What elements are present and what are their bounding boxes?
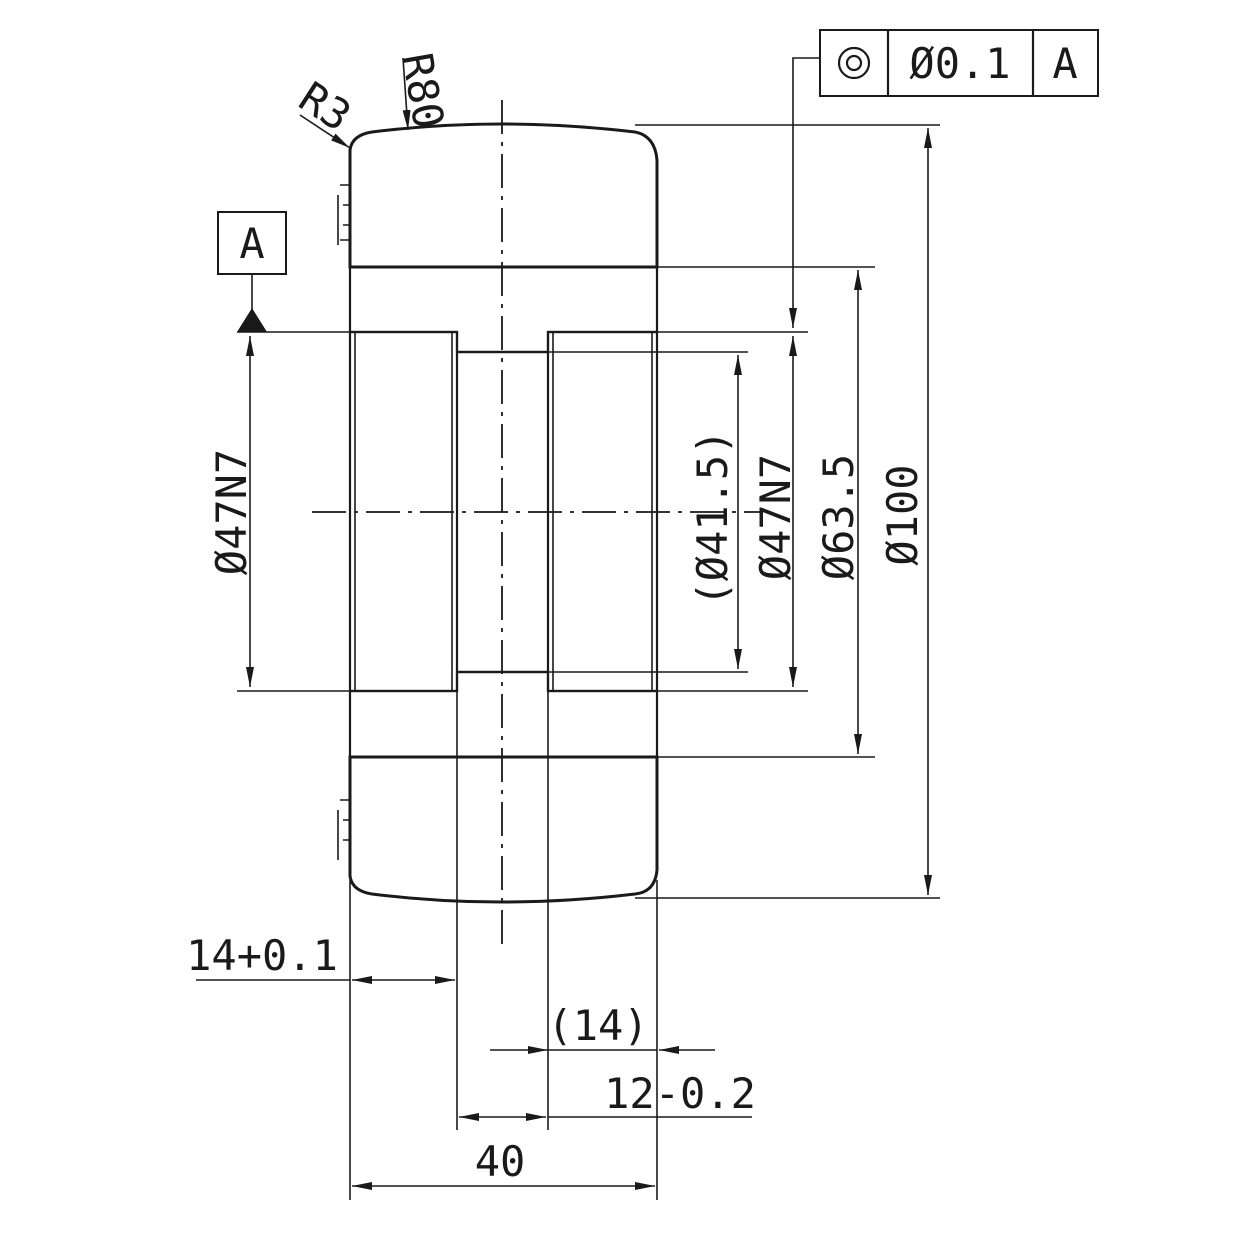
- dim-text-12-minus: 12-0.2: [604, 1069, 756, 1118]
- hub-bottom: [348, 670, 659, 759]
- extension-lines: [237, 124, 940, 1200]
- concentricity-icon: [837, 46, 871, 80]
- feature-control-frame: Ø0.1 A: [789, 29, 1099, 328]
- fcf-datum: A: [1052, 39, 1077, 88]
- tire-section: [348, 122, 659, 904]
- dim-text-14-ref: (14): [547, 1001, 648, 1050]
- r3-label: R3: [291, 72, 360, 141]
- dim-text-40: 40: [475, 1137, 526, 1186]
- r80-leader: [402, 57, 411, 131]
- dim-text-47n7-right: Ø47N7: [751, 454, 800, 580]
- left-bearing-seat: [348, 330, 459, 693]
- tire-bottom: [348, 755, 659, 904]
- fcf-tolerance: Ø0.1: [909, 39, 1010, 88]
- diameter-dimensions: Ø47N7 (Ø41.5) Ø47N7 Ø63.5 Ø100: [207, 128, 932, 895]
- tire-top: [348, 122, 659, 269]
- dim-text-47n7-left: Ø47N7: [207, 449, 256, 575]
- datum-triangle-icon: [237, 308, 267, 332]
- dim-text-63-5: Ø63.5: [814, 454, 863, 580]
- r3-leader: [299, 114, 351, 149]
- dim-text-41-5: (Ø41.5): [688, 429, 737, 606]
- dim-text-100: Ø100: [878, 464, 927, 565]
- r80-label: R80: [392, 49, 453, 132]
- hub-top: [348, 265, 659, 354]
- width-dimensions: 14+0.1 (14) 12-0.2 40: [186, 931, 756, 1190]
- datum-a-letter: A: [239, 219, 264, 268]
- datum-a: A: [217, 211, 287, 332]
- dim-text-14-plus: 14+0.1: [186, 931, 338, 980]
- face-details: [337, 184, 350, 860]
